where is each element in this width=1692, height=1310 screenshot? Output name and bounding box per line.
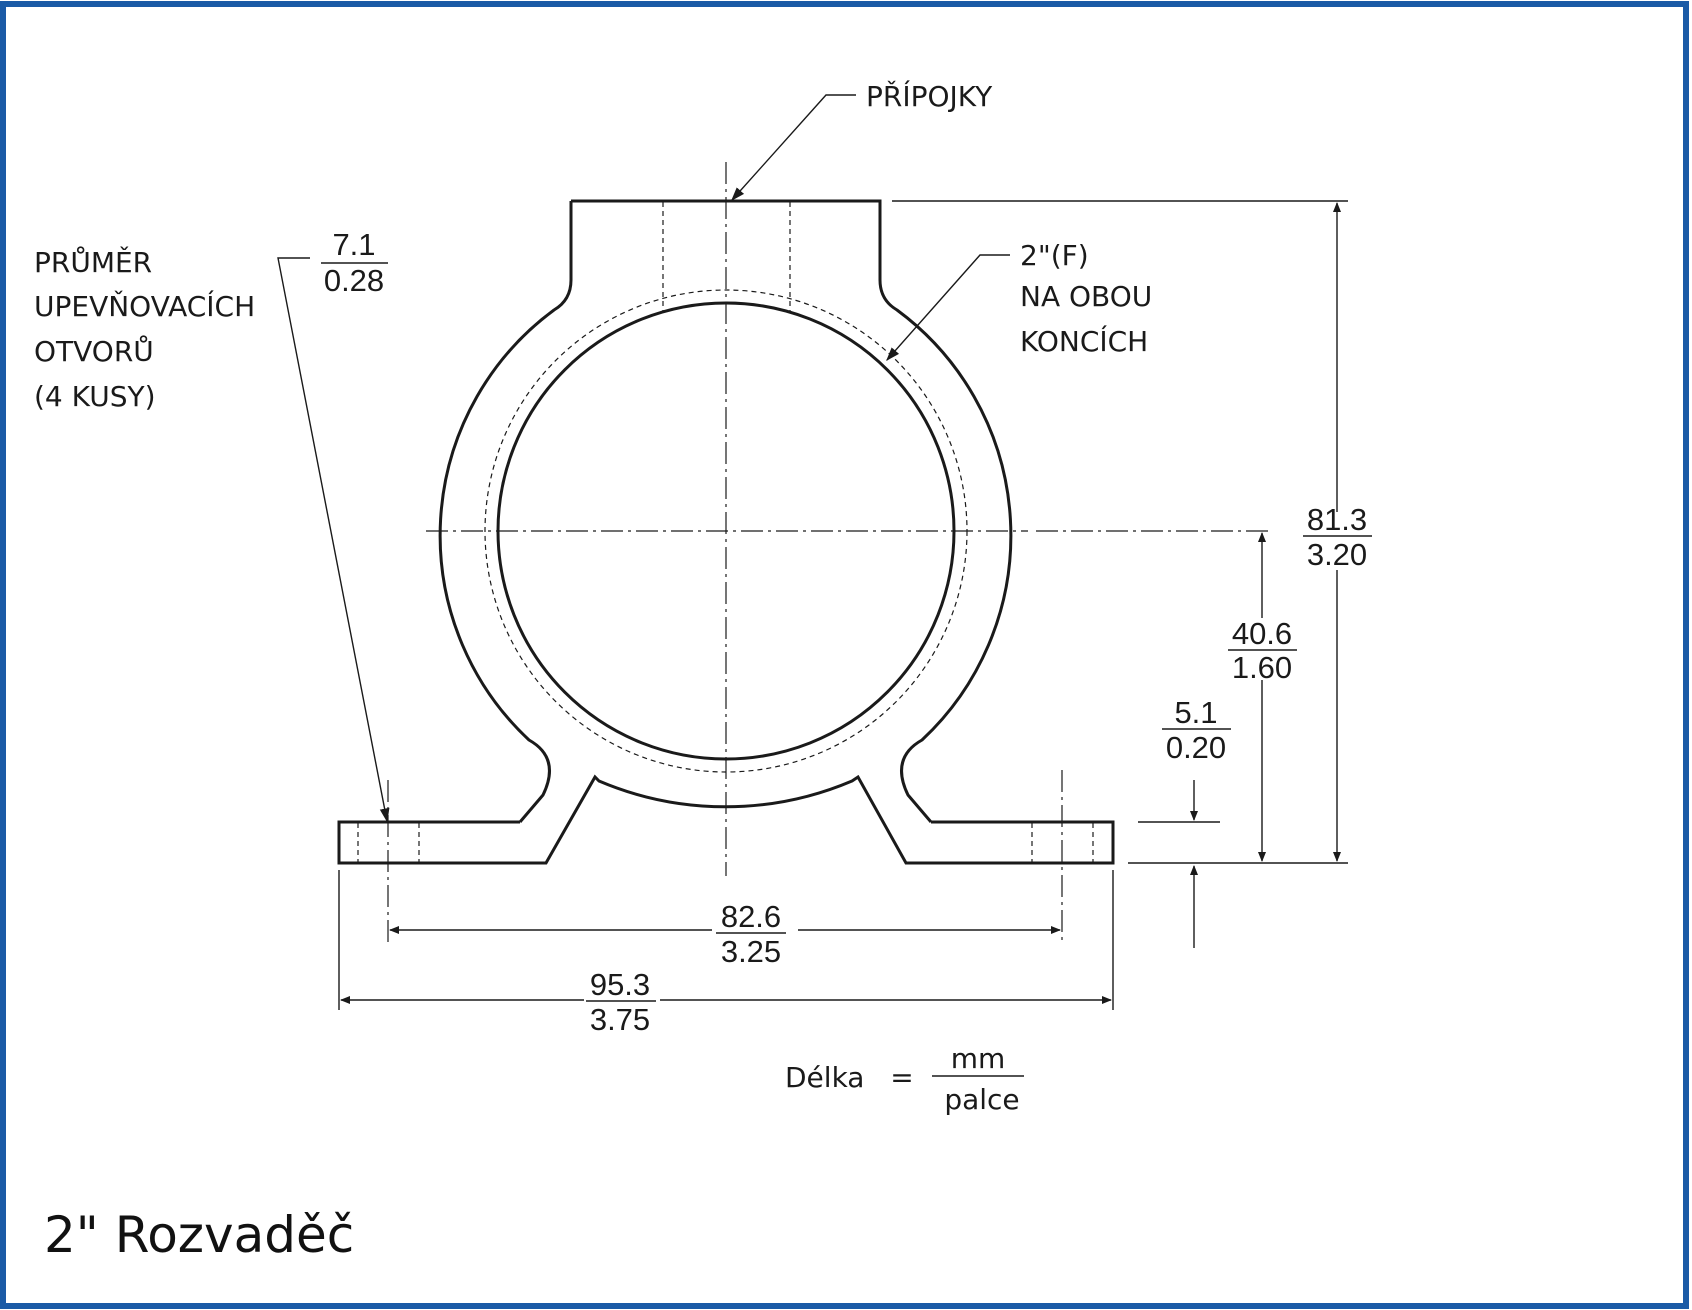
mounting-holes-line-2: UPEVŇOVACÍCH xyxy=(34,289,255,323)
thread-label-line-1: 2"(F) xyxy=(1020,239,1089,272)
connections-label: PŘÍPOJKY xyxy=(866,79,993,113)
center-height-mm: 40.6 xyxy=(1232,616,1292,651)
units-legend: Délka = mm palce xyxy=(785,1042,1024,1116)
thread-callout: 2"(F) NA OBOU KONCÍCH xyxy=(886,239,1152,362)
overall-width-in: 3.75 xyxy=(590,1002,650,1037)
overall-width-dimension: 95.3 3.75 xyxy=(338,870,1114,1037)
overall-height-in: 3.20 xyxy=(1307,537,1367,572)
hole-spacing-dimension: 82.6 3.25 xyxy=(389,899,1061,969)
legend-equals: = xyxy=(890,1061,913,1094)
hole-spacing-mm: 82.6 xyxy=(721,899,781,934)
legend-label: Délka xyxy=(785,1061,864,1094)
thread-label-line-3: KONCÍCH xyxy=(1020,324,1148,358)
hole-diameter-in: 0.28 xyxy=(324,263,384,298)
thread-label-line-2: NA OBOU xyxy=(1020,280,1152,313)
legend-numerator: mm xyxy=(951,1042,1006,1075)
legend-denominator: palce xyxy=(944,1083,1019,1116)
overall-width-mm: 95.3 xyxy=(590,967,650,1002)
foot-thickness-mm: 5.1 xyxy=(1174,695,1217,730)
drawing-title: 2" Rozvaděč xyxy=(44,1206,354,1264)
foot-thickness-dimension: 5.1 0.20 xyxy=(1138,695,1231,948)
connections-callout: PŘÍPOJKY xyxy=(731,79,993,202)
center-height-in: 1.60 xyxy=(1232,650,1292,685)
overall-height-dimension: 81.3 3.20 xyxy=(892,200,1372,864)
center-height-dimension: 40.6 1.60 xyxy=(1228,532,1297,862)
foot-thickness-in: 0.20 xyxy=(1166,730,1226,765)
mounting-holes-line-4: (4 KUSY) xyxy=(34,380,156,413)
overall-height-mm: 81.3 xyxy=(1307,502,1367,537)
hole-diameter-mm: 7.1 xyxy=(332,227,375,262)
centerlines xyxy=(387,162,1270,945)
mounting-holes-callout: PRŮMĚR UPEVŇOVACÍCH OTVORŮ (4 KUSY) 7.1 … xyxy=(34,227,390,823)
mounting-holes-line-1: PRŮMĚR xyxy=(34,245,152,279)
hole-spacing-in: 3.25 xyxy=(721,934,781,969)
mounting-holes-line-3: OTVORŮ xyxy=(34,334,154,368)
